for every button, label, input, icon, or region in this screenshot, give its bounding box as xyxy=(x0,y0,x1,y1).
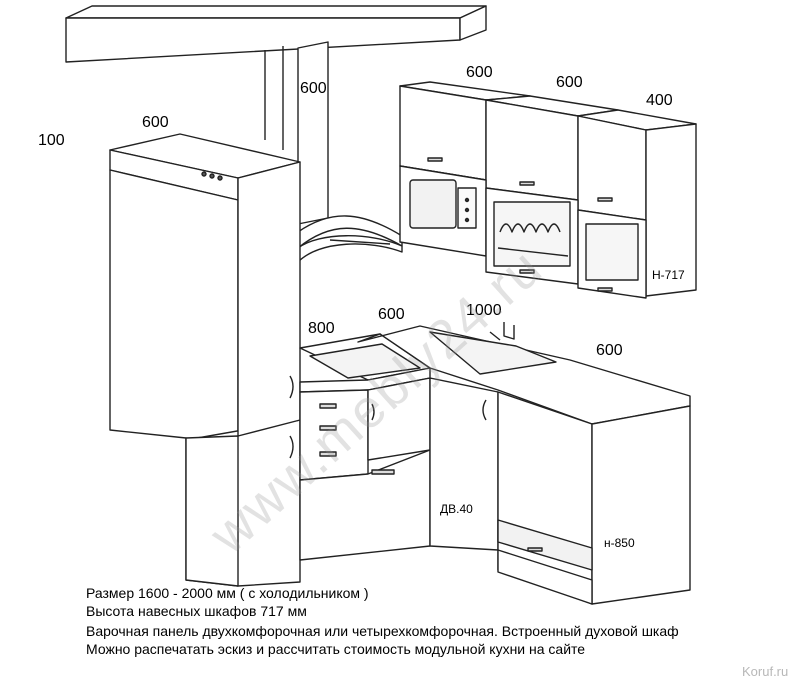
dimension-label: 600 xyxy=(142,114,169,131)
caption-line: Варочная панель двухкомфорочная или четы… xyxy=(86,623,679,639)
caption-line: Высота навесных шкафов 717 мм xyxy=(86,603,307,619)
dimension-label: 400 xyxy=(646,92,673,109)
dimension-label: 100 xyxy=(38,132,65,149)
brand-logo: Koruf.ru xyxy=(742,664,789,679)
wall-cabinet-2 xyxy=(485,95,619,201)
dimension-label: 600 xyxy=(378,306,405,323)
dimension-label: 1000 xyxy=(466,302,502,319)
oven-cabinet xyxy=(497,391,691,605)
dimension-label: 600 xyxy=(596,342,623,359)
caption-line: Можно распечатать эскиз и рассчитать сто… xyxy=(86,641,586,657)
dish-rack-unit xyxy=(485,187,579,285)
back-wall xyxy=(264,46,284,150)
cabinet-db40 xyxy=(429,377,499,551)
cabinet-tag: ДВ.40 xyxy=(440,502,473,516)
ceiling-soffit xyxy=(65,5,487,63)
dimension-label: 600 xyxy=(556,74,583,91)
dimension-label: 600 xyxy=(300,80,327,97)
dimension-label: 600 xyxy=(466,64,493,81)
wall-height-tag: H-717 xyxy=(652,268,685,282)
caption-line: Размер 1600 - 2000 мм ( с холодильником … xyxy=(86,585,369,601)
vent-duct xyxy=(297,41,329,225)
microwave-unit xyxy=(399,165,487,257)
refrigerator xyxy=(109,133,301,587)
dimension-label: 800 xyxy=(308,320,335,337)
open-shelf-unit xyxy=(577,209,647,299)
wall-cabinet-3 xyxy=(577,109,697,297)
range-hood xyxy=(297,215,403,263)
base-height-tag: н-850 xyxy=(604,536,635,550)
